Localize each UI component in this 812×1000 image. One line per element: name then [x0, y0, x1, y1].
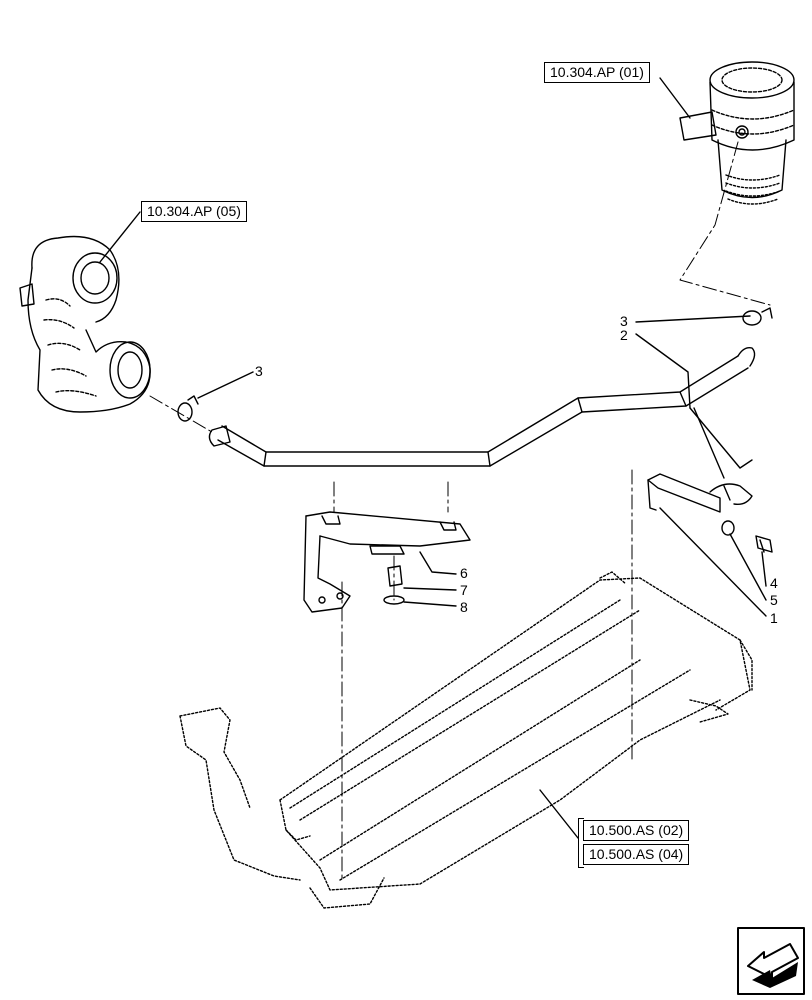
ref-left[interactable]: 10.304.AP (05) [141, 201, 247, 222]
callout-3-right: 3 [620, 313, 628, 329]
callout-6: 6 [460, 565, 468, 581]
clamp-left-illustration [177, 395, 199, 422]
nav-icon-frame [737, 927, 805, 995]
air-cleaner-illustration [679, 61, 795, 205]
callout-3-left: 3 [255, 363, 263, 379]
clamp-right-illustration [742, 307, 773, 326]
bolt-4-illustration [755, 535, 773, 553]
ref-bottom-2[interactable]: 10.500.AS (04) [583, 844, 690, 865]
turbo-illustration [19, 235, 151, 413]
callout-4: 4 [770, 575, 778, 591]
callout-8: 8 [460, 599, 468, 615]
callout-1: 1 [770, 610, 778, 626]
ref-top-right[interactable]: 10.304.AP (01) [544, 62, 650, 83]
bolt-7-illustration [387, 565, 403, 587]
washer-8-illustration [383, 595, 405, 605]
ref-stack: 10.500.AS (02) 10.500.AS (04) [583, 820, 690, 868]
callout-2: 2 [620, 327, 628, 343]
washer-5-illustration [721, 520, 735, 536]
ref-bottom-1[interactable]: 10.500.AS (02) [583, 820, 690, 841]
bracket-6-illustration [303, 511, 471, 613]
frame-illustration [179, 571, 753, 909]
callout-7: 7 [460, 582, 468, 598]
pipe-illustration [208, 346, 756, 467]
callout-5: 5 [770, 592, 778, 608]
arrow-left-icon [747, 943, 799, 988]
bracket-1-illustration [647, 473, 753, 513]
ref-bracket [578, 818, 584, 868]
